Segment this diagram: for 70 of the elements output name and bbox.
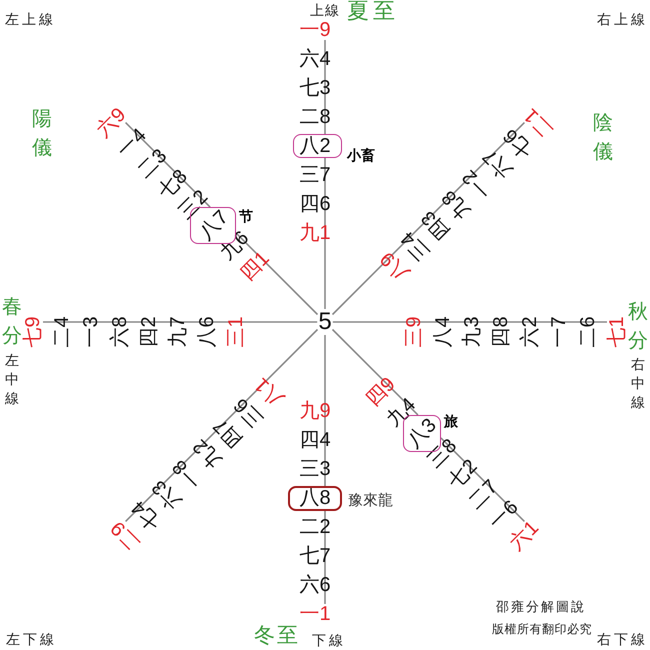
radial-line bbox=[236, 232, 318, 316]
number-pair: 二8 bbox=[299, 107, 331, 127]
highlight-frame bbox=[293, 134, 342, 158]
number-pair: 三3 bbox=[299, 459, 331, 479]
number-pair: 八2 bbox=[299, 136, 331, 156]
number-pair: 二4 bbox=[52, 316, 72, 348]
number-pair: 三9 bbox=[404, 316, 424, 348]
radial-line bbox=[43, 321, 318, 323]
line-name: 右上線 bbox=[597, 12, 648, 28]
number-pair: 八8 bbox=[299, 488, 331, 508]
number-pair: 九7 bbox=[168, 316, 188, 348]
number-pair: 一3 bbox=[81, 316, 101, 348]
number-pair: 七1 bbox=[607, 316, 627, 348]
number-pair: 九3 bbox=[462, 316, 482, 348]
number-pair: 四8 bbox=[491, 316, 511, 348]
radial-line bbox=[125, 328, 318, 522]
term-label: 陰儀 bbox=[593, 109, 613, 165]
radial-line bbox=[324, 335, 326, 486]
number-pair: 六9 bbox=[93, 104, 130, 141]
number-pair: 六2 bbox=[520, 316, 540, 348]
line-name: 上線 bbox=[310, 3, 340, 19]
highlight-frame bbox=[288, 486, 342, 511]
number-pair: 四4 bbox=[299, 430, 331, 450]
term-label: 陽儀 bbox=[32, 105, 52, 161]
number-pair: 四2 bbox=[139, 316, 159, 348]
term-label: 秋分 bbox=[628, 298, 648, 354]
credit-text: 邵雍分解圖說 bbox=[496, 600, 586, 616]
radial-line bbox=[332, 328, 418, 416]
number-pair: 三1 bbox=[226, 316, 246, 348]
number-pair: 一1 bbox=[299, 604, 331, 624]
radial-line bbox=[332, 122, 525, 316]
hexagram-name: 豫來龍 bbox=[348, 492, 393, 509]
number-pair: 八6 bbox=[197, 316, 217, 348]
term-label: 冬至 bbox=[254, 625, 300, 646]
number-pair: 六8 bbox=[110, 316, 130, 348]
number-pair: 二6 bbox=[578, 316, 598, 348]
term-label: 夏至 bbox=[347, 1, 399, 23]
number-pair: 三7 bbox=[299, 165, 331, 185]
copyright-notice: 版權所有翻印必究 bbox=[492, 621, 592, 637]
number-pair: 六1 bbox=[506, 517, 542, 554]
radial-line bbox=[125, 122, 211, 208]
number-pair: 四9 bbox=[362, 374, 399, 410]
hexagram-name: 旅 bbox=[444, 414, 458, 431]
number-pair: 七3 bbox=[299, 78, 331, 98]
line-name: 左中線 bbox=[5, 352, 19, 409]
line-name: 左上線 bbox=[5, 12, 56, 28]
line-name: 下線 bbox=[312, 633, 346, 649]
radial-line bbox=[440, 437, 525, 522]
number-pair: 四6 bbox=[299, 194, 331, 214]
number-pair: 九1 bbox=[299, 223, 331, 243]
number-pair: 一7 bbox=[549, 316, 569, 348]
number-pair: 七7 bbox=[299, 546, 331, 566]
radial-line bbox=[324, 511, 326, 604]
line-name: 左下線 bbox=[6, 632, 57, 648]
number-pair: 六4 bbox=[299, 49, 331, 69]
term-label: 春分 bbox=[2, 293, 22, 349]
radial-line bbox=[332, 321, 607, 323]
line-name: 右中線 bbox=[631, 356, 645, 413]
hexagram-name: 小畜 bbox=[347, 148, 375, 165]
radial-line bbox=[324, 40, 326, 134]
center-number: 5 bbox=[318, 310, 332, 334]
radial-line bbox=[324, 158, 326, 309]
number-pair: 二2 bbox=[299, 517, 331, 537]
number-pair: 六6 bbox=[299, 575, 331, 595]
number-pair: 九9 bbox=[299, 401, 331, 421]
number-pair: 八4 bbox=[433, 316, 453, 348]
hexagram-name: 节 bbox=[239, 209, 253, 226]
line-name: 右下線 bbox=[597, 632, 648, 648]
number-pair: 七9 bbox=[23, 316, 43, 348]
number-pair: 一9 bbox=[299, 20, 331, 40]
